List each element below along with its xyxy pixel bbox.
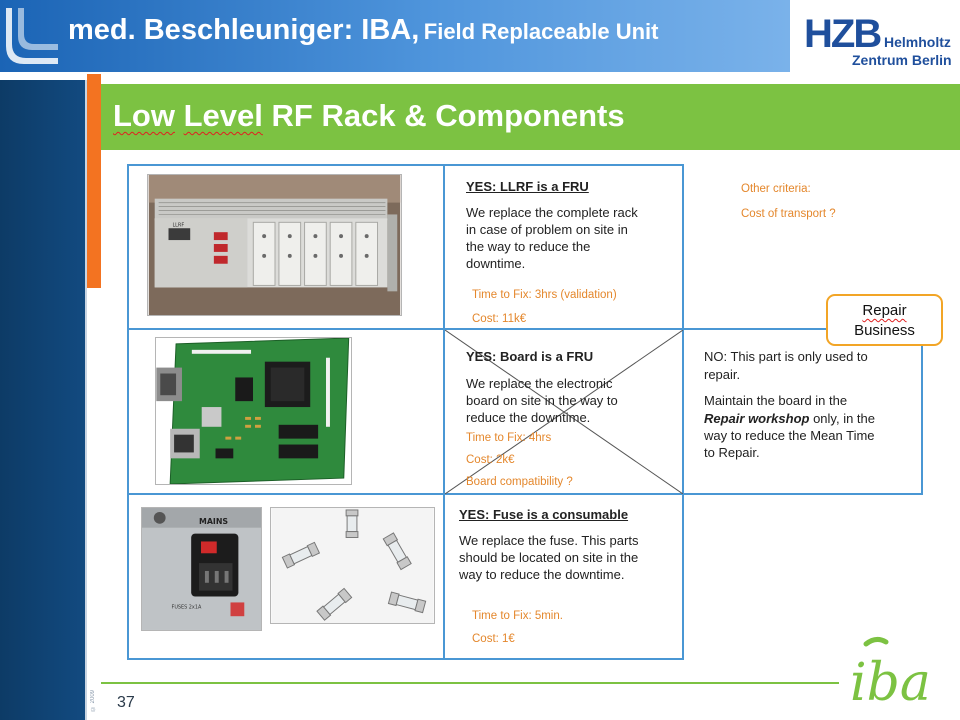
footer-line [101,682,839,684]
fru-table [127,164,684,660]
row2-board-compatibility: Board compatibility ? [466,476,573,488]
row3-time-to-fix: Time to Fix: 5min. [472,610,563,622]
iba-logo-text: iba [850,653,931,710]
electronic-board-photo [155,337,352,485]
callout-word1: Repair [862,302,907,319]
other-criteria-label: Other criteria: [741,183,811,195]
hzb-logo-line1: Helmholtz [884,34,951,50]
no-line-6: to Repair. [704,445,760,460]
hzb-logo-abbr: HZB [804,12,882,56]
row2-body-2: board on site in the way to [466,393,618,408]
row2-body-3: reduce the downtime. [466,410,591,425]
row1-body-2: in case of problem on site in [466,222,628,237]
no-line-5: way to reduce the Mean Time [704,428,875,443]
slide-title: Low Level RF Rack & Components [113,98,625,134]
row1-body-4: downtime. [466,256,526,271]
repair-business-callout: Repair Business [826,294,943,346]
row3-cost: Cost: 1€ [472,633,515,645]
callout-word2: Business [854,322,915,339]
row1-time-to-fix: Time to Fix: 3hrs (validation) [472,289,617,301]
row3-body-3: way to reduce the downtime. [459,567,625,582]
no-line-4-rest: only, in the [809,411,875,426]
row2-time-to-fix: Time to Fix: 4hrs [466,432,552,444]
no-line-2: repair. [704,367,741,382]
orange-accent-bar [87,74,101,288]
copyright-notice: © 2009 [90,690,96,712]
row2-heading: YES: Board is a FRU [466,349,594,364]
iba-logo: iba [850,636,931,710]
row1-cost: Cost: 11k€ [472,313,527,325]
mains-label: MAINS [199,517,228,526]
fuses-photo [270,507,435,624]
row3-body-2: should be located on site in the [459,550,639,565]
no-line-4: Repair workshop only, in the [704,410,875,428]
no-line-3: Maintain the board in the [704,393,848,408]
corner-mark-icon [6,8,58,64]
row1-body-3: the way to reduce the [466,239,591,254]
row2-cost: Cost: 2k€ [466,454,515,466]
header-band: med. Beschleuniger: IBA, Field Replaceab… [0,0,790,72]
hzb-logo-line2: Zentrum Berlin [852,52,952,68]
header-title-sub: Field Replaceable Unit [423,19,659,44]
rack-photo-label: LLRF [172,222,184,228]
other-criteria-item: Cost of transport ? [741,208,836,220]
row3-heading: YES: Fuse is a consumable [459,507,629,522]
header-title: med. Beschleuniger: IBA, Field Replaceab… [68,14,659,47]
slide-title-word1: Low [113,98,175,133]
row2-body-1: We replace the electronic [466,376,613,391]
fuse-small-label: FUSES 2x1A [172,604,202,610]
table-column-divider [443,164,445,660]
table-row-divider-2 [127,493,923,495]
table-row-divider-1 [127,328,923,330]
title-bar: Low Level RF Rack & Components [101,84,960,150]
hzb-logo: HZB Helmholtz Zentrum Berlin [800,8,960,70]
table-extension-right-edge [921,328,923,495]
slide-title-rest: RF Rack & Components [271,98,625,133]
header-title-main: med. Beschleuniger: IBA, [68,14,420,46]
row3-body-1: We replace the fuse. This parts [459,533,639,548]
page-number: 37 [117,694,135,711]
no-line-1: NO: This part is only used to [704,349,868,364]
row1-body-1: We replace the complete rack [466,205,638,220]
row1-heading: YES: LLRF is a FRU [466,179,589,194]
left-rail [0,80,87,720]
slide-title-word2: Level [183,98,263,133]
mains-fuse-holder-photo: MAINS FUSES 2x1A [141,507,262,631]
llrf-rack-photo: LLRF [147,174,402,316]
cross-out-mark [445,330,683,494]
no-emphasis: Repair workshop [704,411,810,426]
